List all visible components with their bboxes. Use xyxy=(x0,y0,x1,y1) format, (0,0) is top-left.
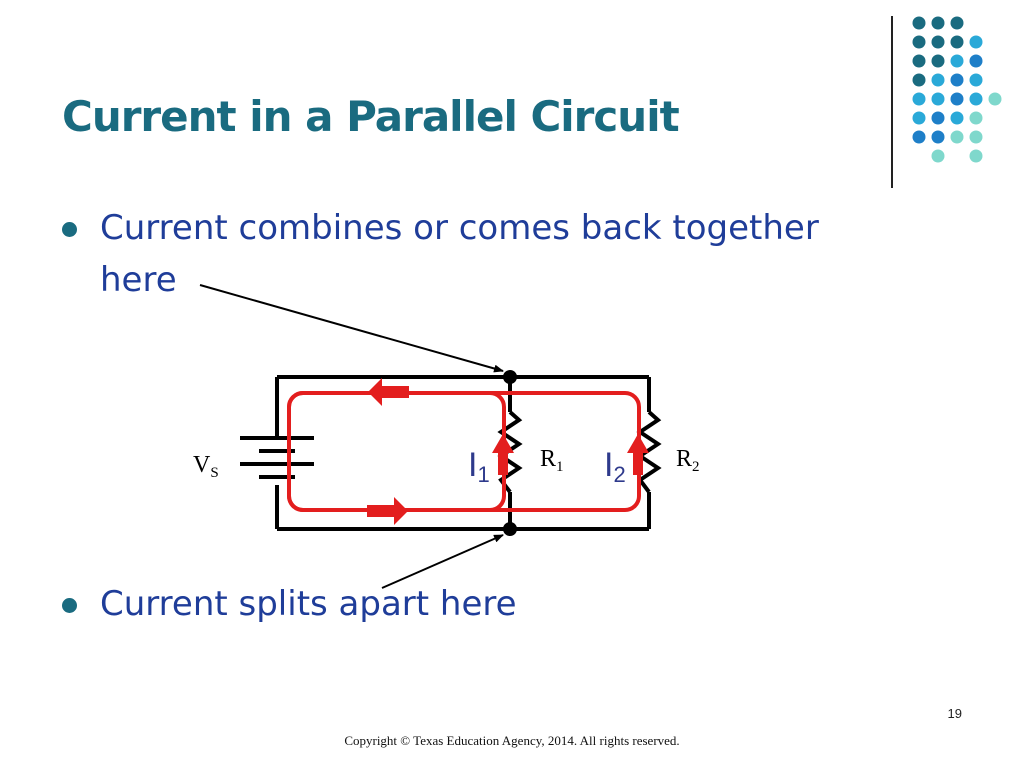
decorative-dot xyxy=(969,149,983,163)
decorative-dot xyxy=(950,16,964,30)
decorative-dot xyxy=(912,35,926,49)
bullet-marker xyxy=(62,598,77,613)
decorative-dot xyxy=(931,73,945,87)
slide-title: Current in a Parallel Circuit xyxy=(62,92,680,141)
decorative-dot xyxy=(931,16,945,30)
decorative-dot xyxy=(950,130,964,144)
bullet-text: Current combines or comes back together … xyxy=(100,208,819,300)
decorative-dot xyxy=(969,130,983,144)
decorative-dot xyxy=(931,130,945,144)
current-arrow-left-icon xyxy=(368,378,409,406)
junction-top-dot xyxy=(503,370,517,384)
resistor-r1-label: R1 xyxy=(540,446,564,475)
decorative-dot xyxy=(969,92,983,106)
decorative-dot xyxy=(912,16,926,30)
decorative-dot xyxy=(950,111,964,125)
decorative-dot xyxy=(950,35,964,49)
decorative-dot xyxy=(912,73,926,87)
decorative-dot xyxy=(950,54,964,68)
decorative-dot xyxy=(931,149,945,163)
source-voltage-label: VS xyxy=(193,452,219,481)
decorative-dot xyxy=(931,92,945,106)
decorative-dot xyxy=(931,111,945,125)
resistor-r1-icon xyxy=(497,410,523,494)
diagram-background xyxy=(232,374,666,546)
current-loop-2 xyxy=(287,391,641,512)
decorative-dot xyxy=(969,35,983,49)
decorative-dot xyxy=(950,73,964,87)
resistor-r2-icon xyxy=(636,410,662,494)
current-arrow-right-icon xyxy=(367,497,408,525)
decorative-dot xyxy=(969,111,983,125)
decorative-dot xyxy=(950,92,964,106)
current-loop-1 xyxy=(287,391,506,512)
decorative-dot xyxy=(912,92,926,106)
decorative-dot xyxy=(969,73,983,87)
current-i2-label: I2 xyxy=(604,446,626,487)
current-arrow-up-icon xyxy=(492,434,514,475)
junction-bottom-dot xyxy=(503,522,517,536)
bullet-item: Current splits apart here xyxy=(62,578,662,630)
battery-icon xyxy=(240,436,314,479)
decorative-dot xyxy=(988,92,1002,106)
page-number: 19 xyxy=(947,706,962,721)
title-divider-line xyxy=(891,16,893,188)
bullet-text: Current splits apart here xyxy=(100,584,517,624)
bullet-item: Current combines or comes back together … xyxy=(62,202,902,306)
decorative-dot xyxy=(931,54,945,68)
decorative-dot xyxy=(912,111,926,125)
decorative-dot xyxy=(912,54,926,68)
current-i1-label: I1 xyxy=(468,446,490,487)
decorative-dot xyxy=(912,130,926,144)
decorative-dot xyxy=(931,35,945,49)
current-arrow-up-icon xyxy=(627,434,649,475)
copyright-footer: Copyright © Texas Education Agency, 2014… xyxy=(344,733,680,748)
resistor-r2-label: R2 xyxy=(676,446,700,475)
bullet-marker xyxy=(62,222,77,237)
decorative-dot xyxy=(969,54,983,68)
circuit-wires xyxy=(275,375,651,531)
decorative-dot-grid xyxy=(912,16,1002,163)
